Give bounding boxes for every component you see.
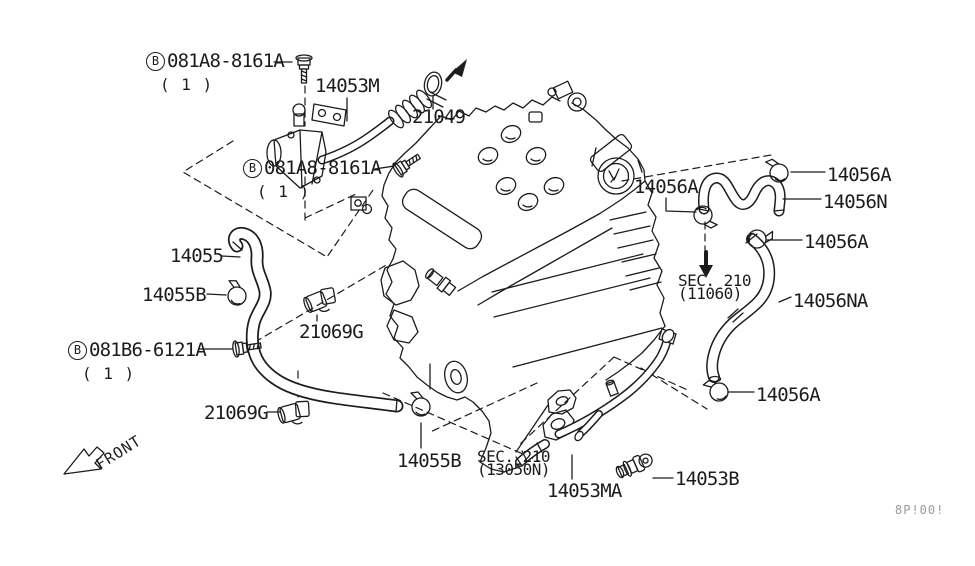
hose-14056N-drawing (698, 172, 786, 217)
drawing-code: 8P!00! (895, 503, 945, 517)
dashed-locator-lines (182, 85, 772, 462)
sec210-down-arrow-icon (699, 250, 713, 278)
front-indicator: FRONT (63, 432, 145, 475)
clamps-and-fasteners (225, 54, 791, 479)
water-pipe-14053MA-drawing (515, 328, 677, 467)
hose-14056NA-drawing (706, 233, 776, 383)
sensor-14053B-drawing (615, 453, 653, 479)
direction-arrow-ne-icon (445, 59, 467, 82)
water-pipe-14053M-drawing (266, 89, 433, 189)
front-label: FRONT (93, 432, 145, 474)
hose-14055-drawing (227, 226, 404, 413)
leader-lines (198, 61, 826, 480)
engine-assembly-drawing (350, 80, 666, 473)
intake-ports (477, 124, 565, 212)
oring-21049-drawing (423, 71, 443, 97)
front-arrow-icon (63, 446, 105, 475)
